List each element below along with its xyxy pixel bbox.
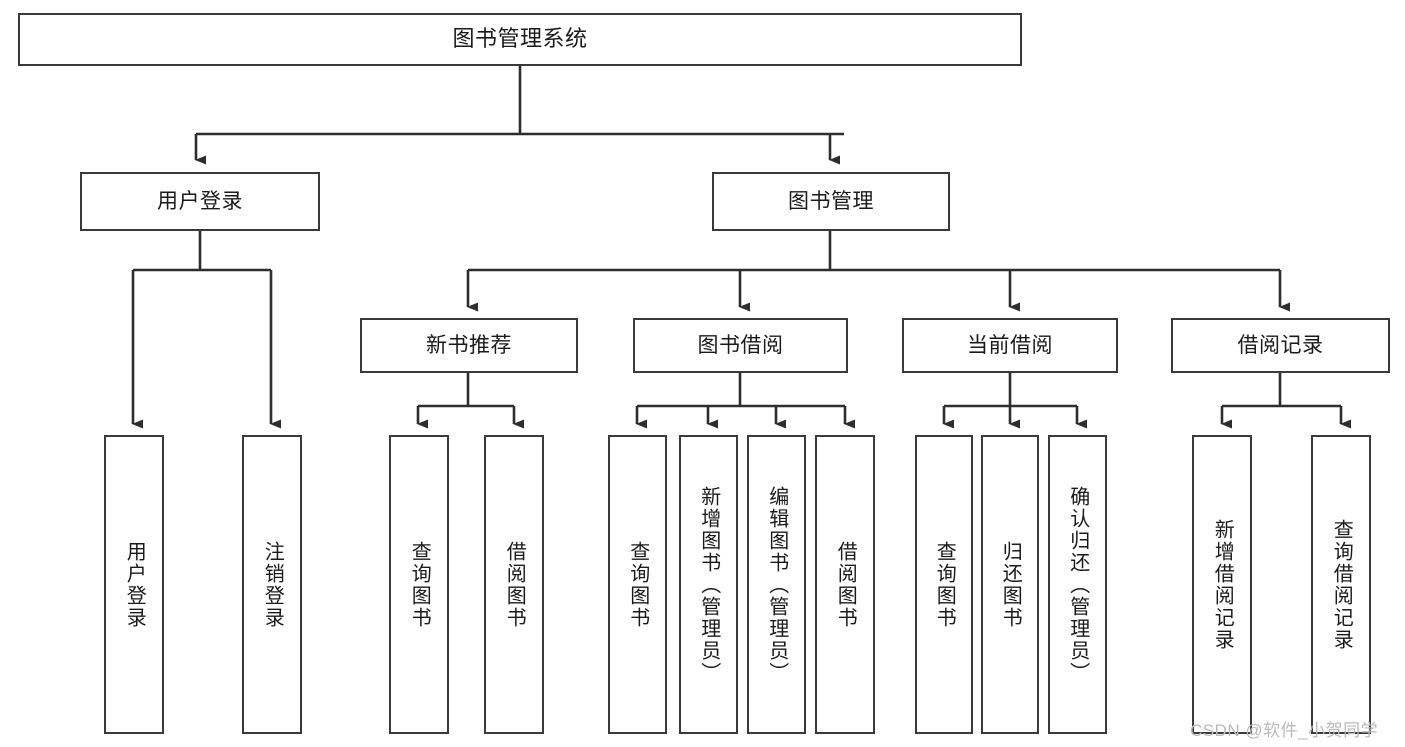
node-label: 当前借阅	[967, 333, 1053, 357]
node-label: 用户登录	[157, 189, 243, 213]
leaf-user-login-logout[interactable]: 注销登录	[242, 435, 302, 734]
node-label: 查询图书	[626, 540, 649, 629]
leaf-book-borrow-query[interactable]: 查询图书	[608, 435, 667, 734]
node-label: 查询借阅记录	[1330, 518, 1353, 651]
node-label: 查询图书	[933, 540, 956, 629]
node-label: 图书管理系统	[452, 26, 588, 52]
node-user-login[interactable]: 用户登录	[80, 172, 320, 231]
node-label: 图书管理	[788, 189, 874, 213]
node-label: 归还图书	[999, 540, 1022, 629]
leaf-current-borrow-confirm-return[interactable]: 确认归还（管理员）	[1048, 435, 1107, 734]
node-current-borrow[interactable]: 当前借阅	[902, 318, 1118, 373]
leaf-current-borrow-query[interactable]: 查询图书	[915, 435, 973, 734]
node-label: 图书借阅	[697, 333, 784, 357]
node-label: 借阅记录	[1237, 333, 1324, 357]
node-label: 注销登录	[261, 540, 284, 629]
node-label: 查询图书	[408, 540, 431, 629]
leaf-book-borrow-edit[interactable]: 编辑图书（管理员）	[747, 435, 806, 734]
node-label: 确认归还（管理员）	[1066, 485, 1089, 684]
leaf-new-book-borrow[interactable]: 借阅图书	[484, 435, 544, 734]
leaf-book-borrow-add[interactable]: 新增图书（管理员）	[679, 435, 738, 734]
node-label: 新增图书（管理员）	[697, 485, 720, 684]
leaf-user-login-login[interactable]: 用户登录	[104, 435, 164, 734]
node-label: 新增借阅记录	[1211, 518, 1234, 651]
leaf-current-borrow-return[interactable]: 归还图书	[981, 435, 1039, 734]
leaf-new-book-query[interactable]: 查询图书	[389, 435, 449, 734]
node-root-library-system[interactable]: 图书管理系统	[18, 13, 1022, 66]
leaf-book-borrow-borrow[interactable]: 借阅图书	[815, 435, 875, 734]
node-label: 借阅图书	[834, 540, 857, 629]
node-label: 用户登录	[123, 540, 146, 629]
node-borrow-record[interactable]: 借阅记录	[1171, 318, 1390, 373]
node-book-borrow[interactable]: 图书借阅	[633, 318, 848, 373]
leaf-borrow-record-add[interactable]: 新增借阅记录	[1192, 435, 1252, 734]
node-book-management[interactable]: 图书管理	[712, 172, 950, 231]
node-label: 编辑图书（管理员）	[765, 485, 788, 684]
node-label: 借阅图书	[503, 540, 526, 629]
node-label: 新书推荐	[426, 333, 512, 357]
leaf-borrow-record-query[interactable]: 查询借阅记录	[1311, 435, 1371, 734]
node-new-book-recommend[interactable]: 新书推荐	[360, 318, 578, 373]
